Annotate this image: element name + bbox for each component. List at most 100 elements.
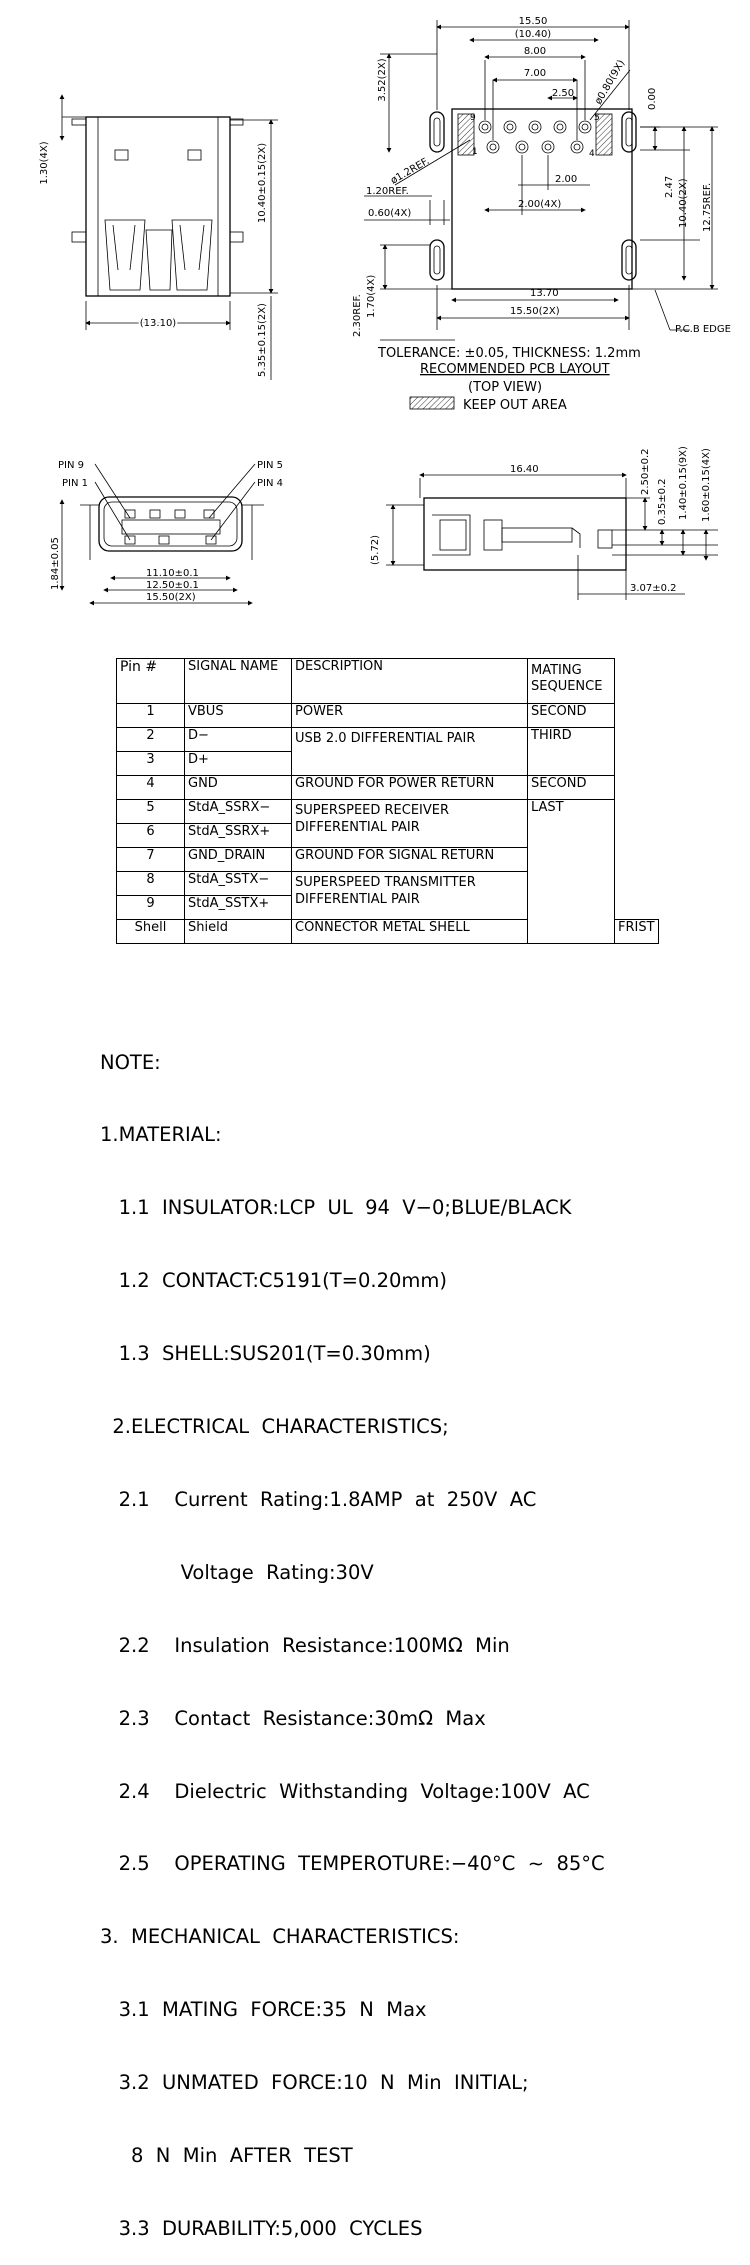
pin-cell: 4: [116, 775, 185, 800]
pcb-dim-17: 2.30REF.: [352, 294, 363, 337]
note-line: 2.2 Insulation Resistance:100MΩ Min: [100, 1633, 510, 1657]
table-row: 4 GND GROUND FOR POWER RETURN SECOND: [116, 775, 659, 800]
pcb-dim-1: 15.50: [519, 16, 548, 27]
signal-cell: GND_DRAIN: [184, 847, 292, 872]
signal-cell: StdA_SSRX−: [184, 799, 292, 824]
pcb-view-label: (TOP VIEW): [468, 380, 542, 395]
pcb-dim-21: P.C.B EDGE: [675, 324, 731, 335]
pcb-layout-title: RECOMMENDED PCB LAYOUT: [420, 362, 610, 377]
note-line: 1.MATERIAL:: [100, 1123, 222, 1147]
sequence-cell: SECOND: [527, 703, 615, 728]
signal-cell: VBUS: [184, 703, 292, 728]
pin9-label: PIN 9: [58, 460, 84, 471]
note-line: 2.5 OPERATING TEMPEROTURE:−40°C ∼ 85°C: [100, 1852, 605, 1876]
pcb-dim-5: 2.50: [552, 88, 574, 99]
pcb-dim-19: 13.70: [530, 288, 559, 299]
note-line: 1.1 INSULATOR:LCP UL 94 V−0;BLUE/BLACK: [100, 1196, 572, 1220]
header-description: DESCRIPTION: [291, 658, 528, 704]
notes-heading: NOTE:: [100, 1050, 161, 1074]
header-sequence: MATING SEQUENCE: [527, 658, 615, 704]
table-row: 6 StdA_SSRX+: [116, 823, 659, 848]
side-dim-6: 1.60±0.15(4X): [701, 448, 712, 522]
mating-dim-3: 12.50±0.1: [146, 580, 199, 591]
pin1-label: PIN 1: [62, 478, 88, 489]
signal-cell: D−: [184, 727, 292, 752]
description-cell: CONNECTOR METAL SHELL: [291, 919, 528, 944]
side-dim-5: 1.40±0.15(9X): [678, 446, 689, 520]
pin-assignment-table: Pin # SIGNAL NAME DESCRIPTION MATING SEQ…: [116, 658, 659, 944]
pin-cell: 7: [116, 847, 185, 872]
mating-dim-4: 15.50(2X): [146, 592, 196, 603]
pin-cell: 6: [116, 823, 185, 848]
description-cell: SUPERSPEED TRANSMITTER DIFFERENTIAL PAIR: [291, 871, 528, 920]
table-row: 5 StdA_SSRX− SUPERSPEED RECEIVER DIFFERE…: [116, 799, 659, 944]
sequence-cell: THIRD: [527, 727, 615, 776]
note-line: 1.2 CONTACT:C5191(T=0.20mm): [100, 1269, 448, 1293]
pin4-label: PIN 4: [257, 478, 283, 489]
keep-out-legend-text: KEEP OUT AREA: [463, 398, 567, 413]
signal-cell: StdA_SSTX−: [184, 871, 292, 896]
header-signal: SIGNAL NAME: [184, 658, 292, 704]
sequence-cell: SECOND: [527, 775, 615, 800]
mating-dim-2: 11.10±0.1: [146, 568, 199, 579]
description-cell: GROUND FOR SIGNAL RETURN: [291, 847, 528, 872]
pin-cell: 5: [116, 799, 185, 824]
pcb-dim-11: 0.60(4X): [368, 208, 411, 219]
pin-cell: 3: [116, 751, 185, 776]
mating-dim-1: 1.84±0.05: [50, 537, 61, 590]
table-row: 3 D+: [116, 751, 659, 776]
note-line: 2.3 Contact Resistance:30mΩ Max: [100, 1706, 486, 1730]
signal-cell: StdA_SSRX+: [184, 823, 292, 848]
side-dim-7: 3.07±0.2: [630, 583, 677, 594]
front-dim-3: 5.35±0.15(2X): [257, 303, 268, 377]
front-dim-4: (13.10): [140, 318, 177, 329]
description-cell: USB 2.0 DIFFERENTIAL PAIR: [291, 727, 528, 776]
header-pin: Pin #: [116, 658, 185, 704]
note-line: 2.4 Dielectric Withstanding Voltage:100V…: [100, 1779, 590, 1803]
pcb-dim-20: 15.50(2X): [510, 306, 560, 317]
front-dim-2: 10.40±0.15(2X): [257, 143, 268, 223]
signal-cell: D+: [184, 751, 292, 776]
table-row: 8 StdA_SSTX− SUPERSPEED TRANSMITTER DIFF…: [116, 871, 659, 920]
pcb-dim-16: 12.75REF.: [702, 183, 713, 232]
pcb-dim-14: 2.47: [664, 176, 675, 198]
mating-face-view: PIN 9 PIN 1 PIN 5 PIN 4 1.84±0.05 11.10±…: [50, 460, 283, 606]
pcb-pin-5: 5: [594, 113, 600, 123]
mechanical-drawings: (13.10) 1.30(4X) 10.40±0.15(2X) 5.35±0.1…: [39, 16, 731, 606]
pcb-dim-18: 1.70(4X): [366, 275, 377, 318]
table-header-row: Pin # SIGNAL NAME DESCRIPTION MATING SEQ…: [116, 658, 659, 704]
side-dim-3: 2.50±0.2: [640, 448, 651, 495]
pcb-dim-9: ø1.2REF.: [389, 156, 431, 187]
note-line: 8 N Min AFTER TEST: [100, 2143, 353, 2167]
pcb-dim-15: 10.40(2X): [678, 178, 689, 228]
front-dim-1: 1.30(4X): [39, 141, 50, 184]
pcb-dim-2: (10.40): [515, 29, 552, 40]
pcb-dim-10: 1.20REF.: [366, 186, 409, 197]
table-row: 2 D− USB 2.0 DIFFERENTIAL PAIR THIRD: [116, 727, 659, 776]
note-line: 3.2 UNMATED FORCE:10 N Min INITIAL;: [100, 2071, 529, 2095]
signal-cell: GND: [184, 775, 292, 800]
pcb-layout: 9 5 1 4 15.50 (10.40) 8.00 7.00 2.50 ø0.…: [352, 16, 731, 413]
pcb-pin-9: 9: [470, 113, 476, 123]
pcb-dim-12: 2.00: [555, 174, 577, 185]
signal-cell: StdA_SSTX+: [184, 895, 292, 920]
pin-cell: 8: [116, 871, 185, 896]
pcb-pin-4: 4: [589, 149, 595, 159]
pcb-dim-8: 3.52(2X): [377, 58, 388, 101]
pcb-dim-3: 8.00: [524, 46, 546, 57]
description-cell: SUPERSPEED RECEIVER DIFFERENTIAL PAIR: [291, 799, 528, 848]
description-cell: GROUND FOR POWER RETURN: [291, 775, 528, 800]
note-line: 2.1 Current Rating:1.8AMP at 250V AC: [100, 1487, 537, 1511]
pcb-dim-6: ø0.80(9X): [593, 58, 627, 106]
pin5-label: PIN 5: [257, 460, 283, 471]
table-row: 1 VBUS POWER SECOND: [116, 703, 659, 728]
pcb-dim-13: 2.00(4X): [518, 199, 561, 210]
side-dim-4: 0.35±0.2: [657, 478, 668, 525]
note-line: 1.3 SHELL:SUS201(T=0.30mm): [100, 1342, 431, 1366]
note-line: 3. MECHANICAL CHARACTERISTICS:: [100, 1925, 460, 1949]
side-dim-1: 16.40: [510, 464, 539, 475]
keep-out-legend-swatch: [409, 396, 455, 410]
front-view: (13.10) 1.30(4X) 10.40±0.15(2X) 5.35±0.1…: [39, 94, 278, 380]
pin-cell: 1: [116, 703, 185, 728]
signal-cell: Shield: [184, 919, 292, 944]
